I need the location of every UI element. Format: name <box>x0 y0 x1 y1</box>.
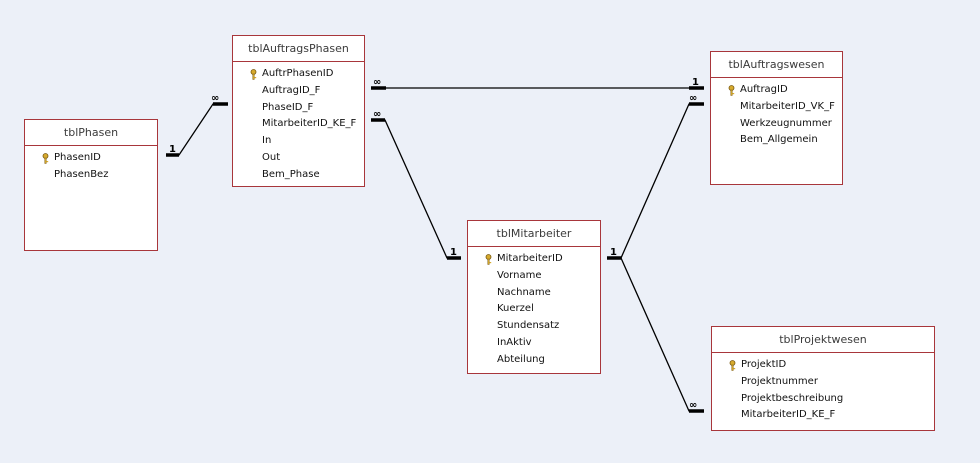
relationship-mitarbeiter-projektwesen: ∞ <box>607 257 704 413</box>
field[interactable]: Abteilung <box>468 352 600 369</box>
field-name: Stundensatz <box>497 320 560 332</box>
field-name: MitarbeiterID_VK_F <box>740 100 835 112</box>
field-name: AuftragID <box>740 84 788 95</box>
table-title[interactable]: tblPhasen <box>25 120 157 146</box>
field[interactable]: Out <box>233 150 364 167</box>
table-tblProjektwesen[interactable]: tblProjektwesen ProjektID Projektnummer … <box>711 326 935 431</box>
field-name: Kuerzel <box>497 303 534 315</box>
field[interactable]: PhaseID_F <box>233 100 364 117</box>
field-name: Bem_Phase <box>262 168 320 180</box>
key-icon <box>250 69 257 80</box>
field[interactable]: Bem_Allgemein <box>711 132 842 149</box>
field-name: MitarbeiterID <box>497 253 563 264</box>
key-icon <box>729 360 736 371</box>
field-list: AuftragID MitarbeiterID_VK_F Werkzeugnum… <box>711 78 842 149</box>
field[interactable]: MitarbeiterID_VK_F <box>711 99 842 116</box>
relationship-phasen-auftragsphasen: 1 ∞ <box>166 93 228 157</box>
field-name: PhasenBez <box>54 168 109 180</box>
field[interactable]: AuftragID_F <box>233 83 364 100</box>
field-primary-key[interactable]: PhasenID <box>25 150 157 167</box>
field-name: Projektbeschreibung <box>741 392 844 404</box>
field-name: MitarbeiterID_KE_F <box>262 118 357 130</box>
field[interactable]: In <box>233 133 364 150</box>
field-primary-key[interactable]: ProjektID <box>712 357 934 374</box>
field-primary-key[interactable]: AuftrPhasenID <box>233 66 364 83</box>
field-name: Nachname <box>497 286 551 298</box>
cardinality-many: ∞ <box>373 77 381 88</box>
key-icon <box>485 254 492 265</box>
field-list: AuftrPhasenID AuftragID_F PhaseID_F Mita… <box>233 62 364 184</box>
key-icon <box>42 153 49 164</box>
field[interactable]: Vorname <box>468 268 600 285</box>
field-name: In <box>262 135 272 147</box>
field[interactable]: Bem_Phase <box>233 167 364 184</box>
field-name: ProjektID <box>741 359 787 370</box>
table-tblPhasen[interactable]: tblPhasen PhasenID PhasenBez <box>24 119 158 251</box>
field[interactable]: Kuerzel <box>468 301 600 318</box>
field[interactable]: Stundensatz <box>468 318 600 335</box>
field-primary-key[interactable]: AuftragID <box>711 82 842 99</box>
cardinality-one: 1 <box>610 247 617 258</box>
field-name: Abteilung <box>497 353 545 365</box>
field[interactable]: Nachname <box>468 285 600 302</box>
relationship-auftragsphasen-auftragswesen: ∞ 1 <box>371 77 704 90</box>
field-name: InAktiv <box>497 336 532 348</box>
field-list: PhasenID PhasenBez <box>25 146 157 184</box>
cardinality-many: ∞ <box>211 93 219 104</box>
table-title[interactable]: tblProjektwesen <box>712 327 934 353</box>
field[interactable]: PhasenBez <box>25 167 157 184</box>
relationship-mitarbeiter-auftragswesen: 1 ∞ <box>607 93 704 260</box>
table-tblMitarbeiter[interactable]: tblMitarbeiter MitarbeiterID Vorname Nac… <box>467 220 601 374</box>
field-name: AuftragID_F <box>262 84 321 96</box>
table-tblAuftragswesen[interactable]: tblAuftragswesen AuftragID MitarbeiterID… <box>710 51 843 185</box>
field-name: Out <box>262 151 281 163</box>
field[interactable]: Werkzeugnummer <box>711 116 842 133</box>
field-name: PhasenID <box>54 152 101 163</box>
field[interactable]: MitarbeiterID_KE_F <box>712 407 934 424</box>
field[interactable]: Projektbeschreibung <box>712 391 934 408</box>
field-name: Projektnummer <box>741 375 818 387</box>
cardinality-many: ∞ <box>689 400 697 411</box>
table-title[interactable]: tblAuftragswesen <box>711 52 842 78</box>
field[interactable]: InAktiv <box>468 335 600 352</box>
cardinality-one: 1 <box>692 77 699 88</box>
cardinality-one: 1 <box>450 247 457 258</box>
field-name: MitarbeiterID_KE_F <box>741 409 836 421</box>
field-name: Werkzeugnummer <box>740 117 832 129</box>
field-name: PhaseID_F <box>262 101 314 113</box>
field[interactable]: MitarbeiterID_KE_F <box>233 116 364 133</box>
table-tblAuftragsPhasen[interactable]: tblAuftragsPhasen AuftrPhasenID AuftragI… <box>232 35 365 187</box>
field-name: Vorname <box>497 269 542 281</box>
table-title[interactable]: tblMitarbeiter <box>468 221 600 247</box>
cardinality-many: ∞ <box>373 109 381 120</box>
field-name: AuftrPhasenID <box>262 68 334 79</box>
table-title[interactable]: tblAuftragsPhasen <box>233 36 364 62</box>
relationship-auftragsphasen-mitarbeiter: ∞ 1 <box>371 109 461 260</box>
field[interactable]: Projektnummer <box>712 374 934 391</box>
cardinality-one: 1 <box>169 144 176 155</box>
field-list: MitarbeiterID Vorname Nachname Kuerzel S… <box>468 247 600 369</box>
field-primary-key[interactable]: MitarbeiterID <box>468 251 600 268</box>
key-icon <box>728 85 735 96</box>
cardinality-many: ∞ <box>689 93 697 104</box>
field-list: ProjektID Projektnummer Projektbeschreib… <box>712 353 934 424</box>
field-name: Bem_Allgemein <box>740 134 818 146</box>
